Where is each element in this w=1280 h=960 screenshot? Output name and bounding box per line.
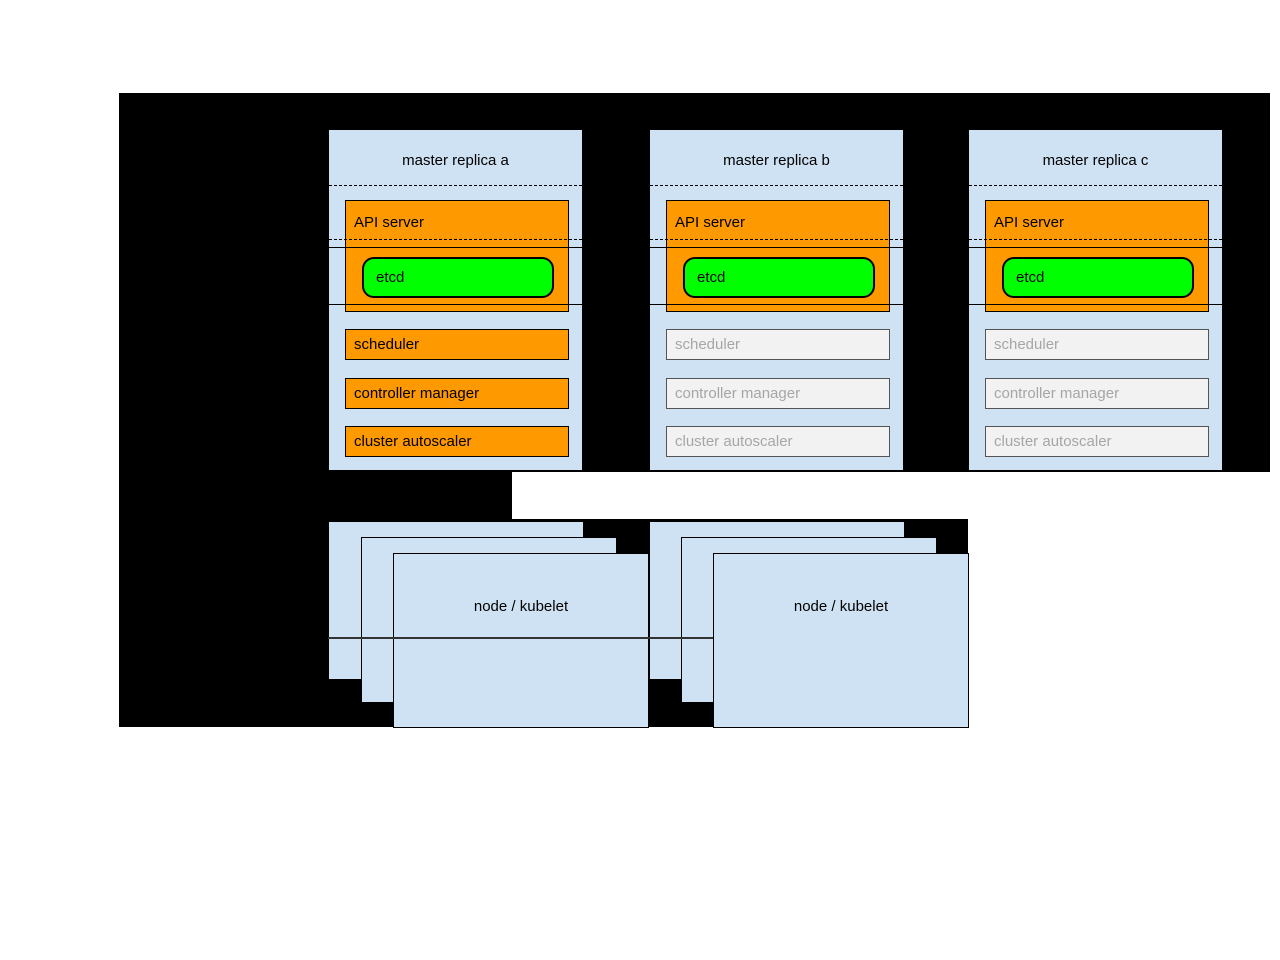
- node-kubelet-label: node / kubelet: [473, 598, 569, 615]
- api-server-label: API server: [994, 214, 1065, 231]
- divider-solid: [650, 304, 903, 305]
- cluster-autoscaler-box: cluster autoscaler: [345, 426, 569, 457]
- node-stack1-front-box: node / kubelet: [393, 553, 649, 728]
- api-server-label: API server: [354, 214, 425, 231]
- divider-dashed: [969, 185, 1222, 186]
- etcd-box: etcd: [683, 257, 875, 298]
- etcd-box: etcd: [362, 257, 554, 298]
- divider-solid: [329, 247, 582, 248]
- controller-manager-box: controller manager: [666, 378, 890, 409]
- divider-dashed: [329, 239, 582, 240]
- etcd-box: etcd: [1002, 257, 1194, 298]
- master-replica-a-title: master replica a: [402, 152, 509, 169]
- api-server-box: API server etcd: [666, 200, 890, 312]
- controller-manager-box: controller manager: [345, 378, 569, 409]
- divider-dashed: [329, 185, 582, 186]
- background-notch-top: [512, 472, 1280, 519]
- node-kubelet-label: node / kubelet: [793, 598, 889, 615]
- divider-solid: [969, 247, 1222, 248]
- api-server-box: API server etcd: [345, 200, 569, 312]
- master-replica-b-title: master replica b: [723, 152, 830, 169]
- background-notch-bottom: [968, 519, 1280, 728]
- cluster-autoscaler-box: cluster autoscaler: [666, 426, 890, 457]
- divider-dashed: [650, 239, 903, 240]
- divider-solid: [969, 304, 1222, 305]
- master-replica-c-panel: master replica c API server etcd schedul…: [968, 129, 1223, 471]
- master-replica-c-title: master replica c: [1042, 152, 1149, 169]
- controller-manager-box: controller manager: [985, 378, 1209, 409]
- divider-dashed: [650, 185, 903, 186]
- divider-dashed: [969, 239, 1222, 240]
- node-stack2-front-box: node / kubelet: [713, 553, 969, 728]
- node-divider-line: [328, 637, 713, 639]
- scheduler-box: scheduler: [666, 329, 890, 360]
- divider-solid: [329, 304, 582, 305]
- api-server-box: API server etcd: [985, 200, 1209, 312]
- master-replica-b-panel: master replica b API server etcd schedul…: [649, 129, 904, 471]
- api-server-label: API server: [675, 214, 746, 231]
- scheduler-box: scheduler: [985, 329, 1209, 360]
- master-replica-a-panel: master replica a API server etcd schedul…: [328, 129, 583, 471]
- cluster-autoscaler-box: cluster autoscaler: [985, 426, 1209, 457]
- divider-solid: [650, 247, 903, 248]
- scheduler-box: scheduler: [345, 329, 569, 360]
